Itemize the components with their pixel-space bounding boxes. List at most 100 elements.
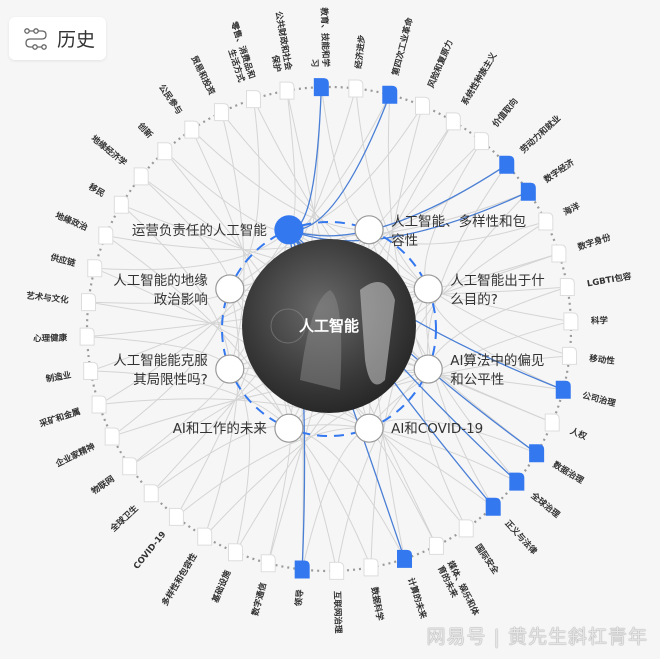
outer-topic-node[interactable]: 多样性和包容性 xyxy=(160,527,213,608)
outer-topic-node[interactable]: 数据治理 xyxy=(529,444,586,487)
outer-node-icon xyxy=(363,558,379,577)
outer-topic-label-line: 数据治理 xyxy=(551,459,586,486)
outer-topic-node[interactable]: 采矿和金属 xyxy=(37,395,107,430)
outer-topic-node[interactable]: 价值取向 xyxy=(474,96,521,151)
outer-topic-label-line: 移民 xyxy=(87,181,107,199)
inner-topic-label-line: 容性 xyxy=(391,232,418,249)
outer-topic-label: COVID-19 xyxy=(132,530,169,572)
outer-topic-node[interactable]: 制造业 xyxy=(45,362,99,385)
outer-topic-node[interactable]: 互联网治理 xyxy=(329,561,345,634)
topic-link xyxy=(301,427,370,570)
outer-topic-label: 科学 xyxy=(591,315,609,327)
outer-node-icon xyxy=(348,79,364,98)
outer-topic-node[interactable]: 供应链 xyxy=(48,252,103,278)
inner-topic-node[interactable]: 人工智能、多样性和包容性 xyxy=(354,213,526,249)
outer-topic-node[interactable]: 全球治理 xyxy=(509,472,562,521)
outer-topic-node[interactable]: COVID-19 xyxy=(132,507,184,572)
outer-topic-label: 制造业 xyxy=(45,369,73,384)
outer-topic-node[interactable]: 教育、技能和学习 xyxy=(307,6,331,97)
outer-topic-node[interactable]: 地缘政治 xyxy=(54,210,114,245)
outer-topic-node[interactable]: 移动性 xyxy=(562,346,616,367)
outer-topic-node[interactable]: 创新 xyxy=(135,120,173,161)
outer-topic-node[interactable]: 领导 xyxy=(293,560,310,608)
outer-topic-node[interactable]: 媒体、娱乐和体育的未来 xyxy=(428,536,481,622)
topic-link xyxy=(368,320,571,429)
inner-topic-label-line: 其局限性吗? xyxy=(133,372,208,388)
inner-topic-node[interactable]: 运营负责任的人工智能 xyxy=(132,215,304,245)
outer-topic-node[interactable]: 人权 xyxy=(544,413,589,443)
outer-topic-node[interactable]: 海洋 xyxy=(538,200,582,231)
outer-topic-node[interactable]: 系统性种族主义 xyxy=(445,50,500,131)
outer-node-icon xyxy=(245,90,261,109)
topic-link xyxy=(355,88,429,290)
outer-topic-node[interactable]: 心理健康 xyxy=(33,327,95,346)
center-label: 人工智能 xyxy=(299,317,359,335)
outer-topic-node[interactable]: 艺术与文化 xyxy=(26,290,96,312)
outer-topic-node[interactable]: 正义与法律 xyxy=(485,497,540,557)
outer-node-icon xyxy=(474,132,490,151)
outer-topic-node[interactable]: 企业家精神 xyxy=(53,427,120,470)
outer-node-icon xyxy=(87,259,103,278)
outer-node-icon xyxy=(79,327,95,346)
outer-topic-node[interactable]: 计算的未来 xyxy=(397,549,429,621)
topic-link xyxy=(98,229,290,405)
outer-node-icon xyxy=(133,167,149,186)
outer-node-icon xyxy=(184,120,200,139)
outer-topic-node[interactable]: 地缘经济学 xyxy=(89,133,149,186)
outer-topic-node[interactable]: 全球卫生 xyxy=(107,484,159,535)
history-title-card[interactable]: 历史 xyxy=(9,17,106,60)
outer-topic-node[interactable]: LGBTI包容 xyxy=(559,271,633,296)
outer-topic-node[interactable]: 第四次工业革命 xyxy=(382,16,416,104)
outer-topic-node[interactable]: 科学 xyxy=(563,312,609,331)
inner-topic-node[interactable]: AI和工作的未来 xyxy=(173,413,304,443)
outer-topic-node[interactable]: 数字通信 xyxy=(250,554,276,617)
outer-topic-label: 供应链 xyxy=(48,252,77,269)
outer-topic-label: 互联网治理 xyxy=(331,591,343,634)
outer-topic-label-line: 企业家精神 xyxy=(53,441,97,470)
topic-link xyxy=(90,370,290,429)
inner-topic-node[interactable]: 人工智能的地缘政治影响 xyxy=(113,273,245,308)
outer-topic-node[interactable]: 数据科学 xyxy=(363,558,385,622)
outer-topic-label-line: 计算的未来 xyxy=(405,576,429,620)
outer-topic-label: 公共财政和社会保护 xyxy=(262,11,294,74)
outer-topic-label-line: 基础设施 xyxy=(210,568,234,605)
page-title: 历史 xyxy=(57,29,96,51)
outer-topic-node[interactable]: 国际安全 xyxy=(458,519,501,577)
outer-topic-node[interactable]: 经济进步 xyxy=(348,34,368,98)
outer-topic-label-line: 物联网 xyxy=(89,473,116,497)
inner-topic-node[interactable]: AI算法中的偏见和公平性 xyxy=(413,353,544,388)
outer-topic-label-line: 贸易和投资 xyxy=(188,54,217,97)
outer-node-icon xyxy=(228,543,244,562)
center-topic[interactable]: 人工智能 xyxy=(242,239,416,413)
highlighted-topic-link xyxy=(288,191,529,242)
outer-topic-label-line: 公司治理 xyxy=(581,390,617,409)
outer-topic-label-line: 教育、技能和学 xyxy=(318,6,331,67)
outer-topic-node[interactable]: 公司治理 xyxy=(555,380,617,409)
outer-topic-node[interactable]: 风险和复原力 xyxy=(414,38,455,115)
outer-topic-node[interactable]: 公共财政和社会保护 xyxy=(262,11,295,100)
outer-node-icon xyxy=(260,554,276,573)
outer-topic-label-line: 习 xyxy=(309,59,319,68)
inner-topic-label: 人工智能的地缘政治影响 xyxy=(113,273,208,308)
outer-topic-node[interactable]: 移民 xyxy=(87,181,129,214)
outer-topic-node[interactable]: 零售、消费品和生活方式 xyxy=(217,19,261,109)
outer-topic-node[interactable]: 物联网 xyxy=(89,457,138,497)
outer-topic-label-line: 心理健康 xyxy=(33,332,68,344)
outer-topic-node[interactable]: 贸易和投资 xyxy=(188,54,230,122)
outer-topic-label: 数据治理 xyxy=(551,459,586,486)
outer-topic-label-line: 多样性和包容性 xyxy=(160,551,200,608)
outer-topic-label: 数字经济 xyxy=(542,157,577,186)
inner-topic-node[interactable]: 人工智能能克服其局限性吗? xyxy=(113,353,245,388)
inner-node-selected-icon xyxy=(274,215,304,245)
outer-topic-node[interactable]: 数字身份 xyxy=(551,232,613,263)
inner-topic-node[interactable]: 人工智能出于什么目的? xyxy=(413,273,545,308)
outer-topic-node[interactable]: 劳动力和就业 xyxy=(499,113,564,174)
outer-topic-node[interactable]: 数字经济 xyxy=(520,157,577,201)
outer-topic-node[interactable]: 公民参与 xyxy=(156,82,200,139)
outer-topic-label: 采矿和金属 xyxy=(37,406,82,430)
inner-topic-label: AI和COVID-19 xyxy=(391,421,483,437)
inner-topic-node[interactable]: AI和COVID-19 xyxy=(354,413,483,443)
outer-topic-node[interactable]: 基础设施 xyxy=(210,543,244,606)
outer-topic-label: 价值取向 xyxy=(490,96,520,129)
